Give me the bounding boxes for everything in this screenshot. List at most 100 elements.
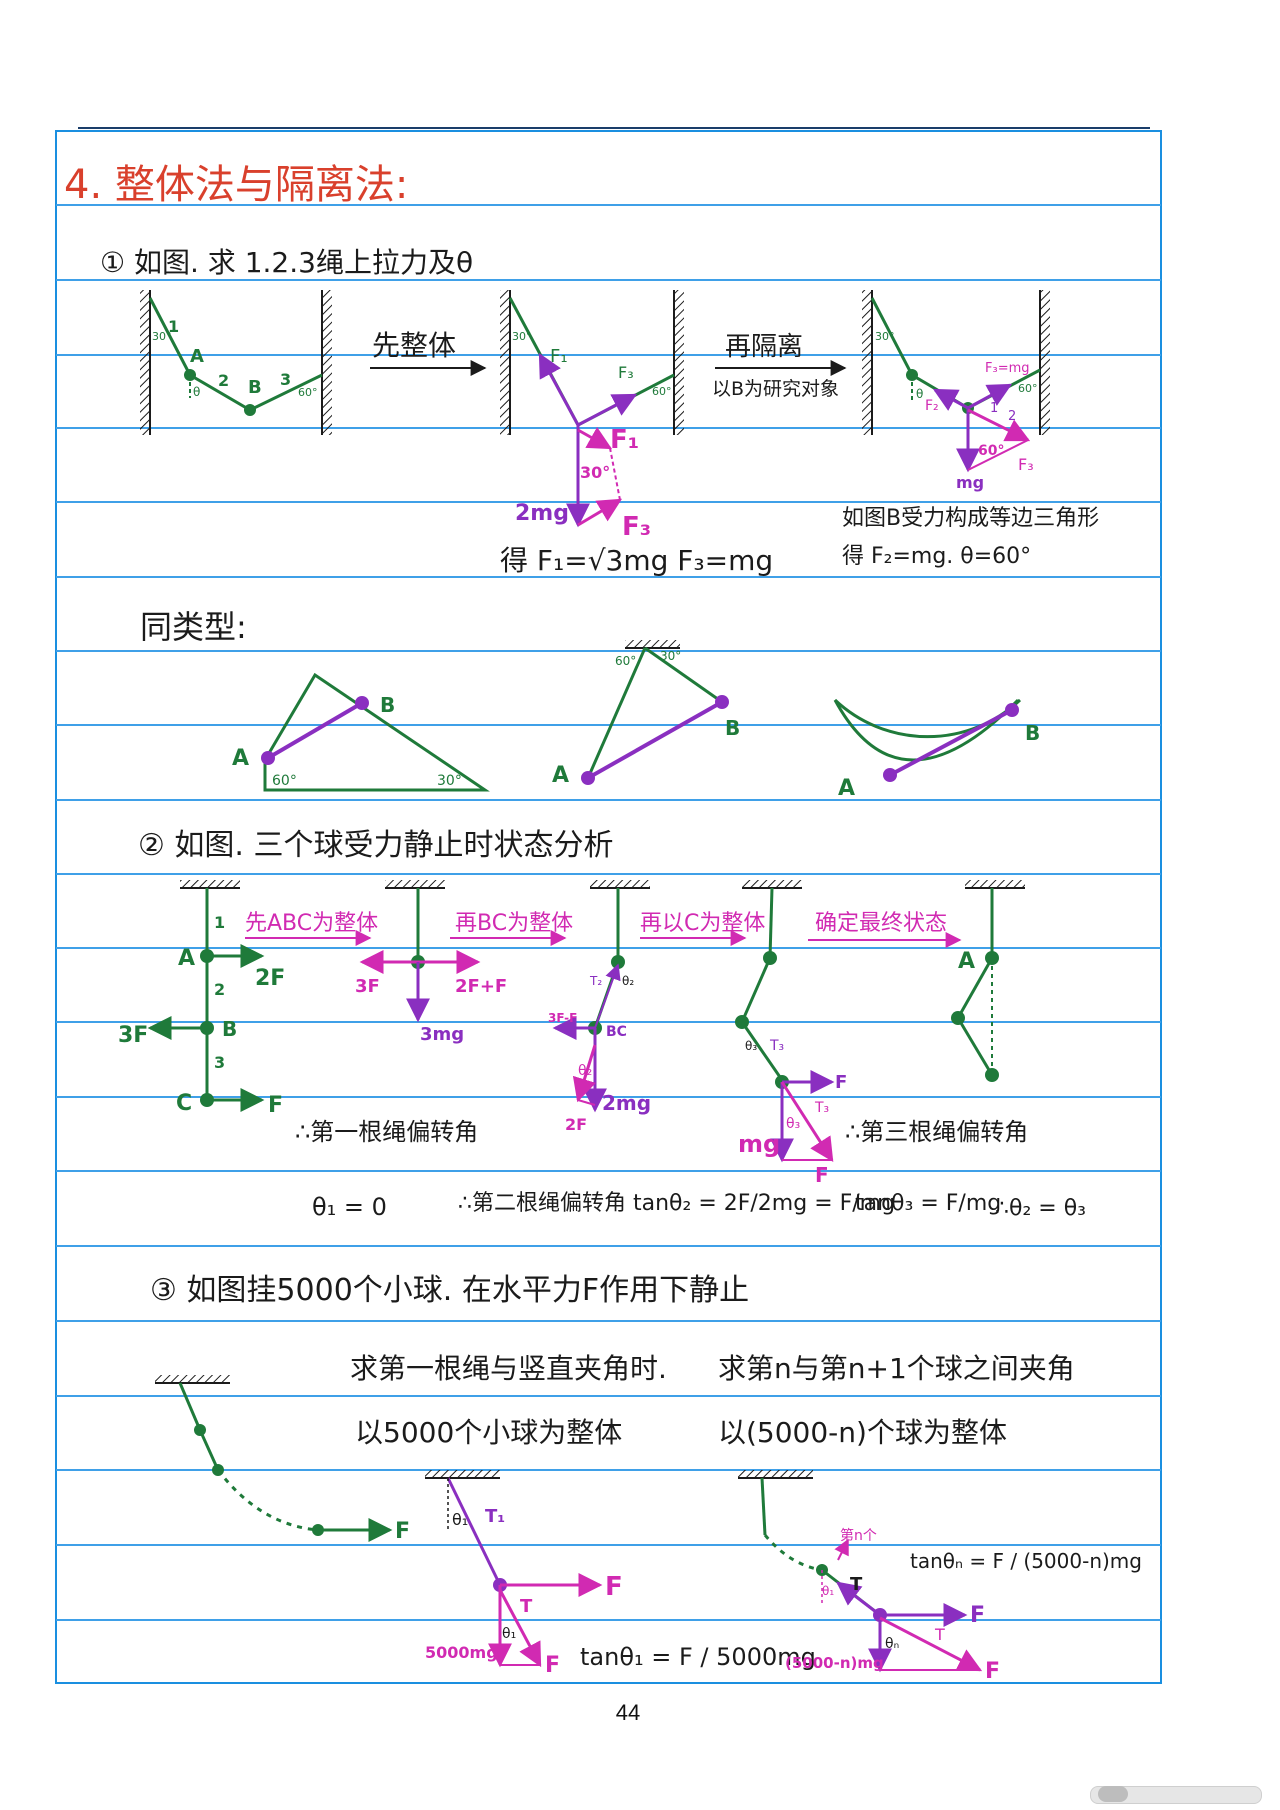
svg-text:F: F bbox=[970, 1603, 985, 1628]
svg-text:BC: BC bbox=[606, 1024, 627, 1040]
svg-text:2F+F: 2F+F bbox=[455, 976, 507, 997]
svg-text:θ₃: θ₃ bbox=[786, 1116, 800, 1132]
q2-diagram-final: A bbox=[951, 880, 1025, 1082]
step-label-2-sub: 以B为研究对象 bbox=[712, 378, 839, 400]
ball-B bbox=[244, 404, 256, 416]
same-type-diagram-3: A B bbox=[833, 698, 1040, 801]
q2-step-3: 再以C为整体 bbox=[640, 911, 765, 936]
svg-text:60°: 60° bbox=[652, 385, 672, 398]
svg-text:mg: mg bbox=[738, 1130, 780, 1158]
same-type-diagram-1: A B 60° 30° bbox=[232, 672, 490, 792]
ruled-lines bbox=[56, 204, 1161, 1621]
svg-text:B: B bbox=[725, 716, 740, 740]
svg-text:60°: 60° bbox=[978, 443, 1004, 459]
q1-result: 得 F₁=√3mg F₃=mg bbox=[500, 544, 773, 577]
q2-diagram-bc-whole: T₂ θ₂ 3F-F BC θ₂ 2mg 2F bbox=[548, 880, 651, 1134]
q2-eq-1: θ₁ = 0 bbox=[312, 1193, 387, 1221]
svg-text:60°: 60° bbox=[1018, 382, 1038, 395]
q2-step-1: 先ABC为整体 bbox=[245, 911, 378, 936]
svg-text:B: B bbox=[380, 693, 395, 717]
svg-text:T: T bbox=[520, 1596, 533, 1617]
svg-text:3F: 3F bbox=[355, 976, 380, 997]
svg-text:60°: 60° bbox=[298, 386, 318, 399]
svg-text:F₂: F₂ bbox=[925, 398, 939, 414]
svg-text:F: F bbox=[985, 1659, 1000, 1684]
svg-text:θ₁: θ₁ bbox=[822, 1584, 834, 1598]
q1-diagram-whole: 30° 60° F₁ F₃ F₁ F₃ 30° 2mg bbox=[500, 290, 684, 542]
ball-A bbox=[184, 369, 196, 381]
q2-diagram-original: 1 2 3 A B C 2F 3F F bbox=[118, 880, 285, 1118]
svg-text:30°: 30° bbox=[437, 773, 462, 789]
svg-text:30°: 30° bbox=[580, 463, 610, 482]
svg-text:T₂: T₂ bbox=[589, 974, 602, 988]
svg-text:θ₂: θ₂ bbox=[622, 974, 634, 988]
q3-diagram-whole: θ₁ T₁ F T θ₁ 5000mg F bbox=[425, 1470, 623, 1678]
same-type-heading: 同类型: bbox=[140, 608, 247, 646]
svg-text:2: 2 bbox=[214, 980, 225, 999]
q1-diagram-original: 1 A 2 B 3 30° 60° θ bbox=[140, 290, 332, 435]
scrollbar-track[interactable] bbox=[1090, 1786, 1262, 1804]
svg-text:A: A bbox=[552, 763, 569, 788]
q2-step-4: 确定最终状态 bbox=[815, 911, 947, 936]
svg-text:T: T bbox=[850, 1574, 863, 1595]
q2-diagram-abc-whole: 3F 2F+F 3mg bbox=[355, 880, 507, 1045]
q3-eq-1: tanθ₁ = F / 5000mg bbox=[580, 1643, 816, 1671]
svg-text:F: F bbox=[545, 1653, 560, 1678]
q2-step-2: 再BC为整体 bbox=[455, 911, 573, 936]
q2-eq-2: ∴第二根绳偏转角 tanθ₂ = 2F/2mg = F/mg bbox=[458, 1191, 895, 1216]
svg-text:A: A bbox=[232, 746, 249, 771]
svg-text:θ₂: θ₂ bbox=[578, 1063, 592, 1079]
svg-text:F₁: F₁ bbox=[610, 425, 639, 455]
q2-note-1: ∴第一根绳偏转角 bbox=[295, 1118, 478, 1146]
svg-text:3: 3 bbox=[280, 370, 291, 389]
wall-right bbox=[322, 290, 332, 435]
q3-diagram-partial: 第n个 θ₁ T F T θₙ (5000-n)mg F bbox=[738, 1470, 1000, 1684]
svg-text:60°: 60° bbox=[615, 654, 636, 668]
page-number: 44 bbox=[615, 1700, 641, 1725]
svg-text:F: F bbox=[268, 1093, 283, 1118]
svg-text:F: F bbox=[395, 1519, 410, 1544]
step-label-1: 先整体 bbox=[372, 329, 456, 362]
q1-diagram-isolated: 30° 60° θ F₃=mg F₂ 1 2 60° F₃ mg bbox=[862, 290, 1050, 492]
svg-text:2F: 2F bbox=[255, 966, 285, 991]
q3-sub-1b: 以5000个小球为整体 bbox=[355, 1416, 622, 1449]
svg-text:F: F bbox=[815, 1163, 829, 1187]
svg-text:B: B bbox=[248, 377, 262, 398]
svg-text:F₃: F₃ bbox=[622, 512, 651, 542]
svg-text:B: B bbox=[222, 1017, 237, 1041]
svg-text:θ₁: θ₁ bbox=[502, 1626, 516, 1642]
scrollbar-thumb[interactable] bbox=[1098, 1786, 1128, 1802]
svg-text:T: T bbox=[934, 1625, 945, 1644]
svg-text:T₃: T₃ bbox=[814, 1100, 829, 1116]
q3-diagram-chain: F bbox=[155, 1375, 410, 1544]
svg-text:T₃: T₃ bbox=[769, 1038, 784, 1054]
svg-text:(5000-n)mg: (5000-n)mg bbox=[785, 1654, 884, 1672]
q3-sub-2a: 求第n与第n+1个球之间夹角 bbox=[718, 1352, 1075, 1385]
svg-text:30°: 30° bbox=[152, 330, 172, 343]
svg-text:θ: θ bbox=[916, 387, 923, 401]
svg-text:30°: 30° bbox=[512, 330, 532, 343]
svg-text:F₃=mg: F₃=mg bbox=[985, 361, 1030, 376]
svg-text:30°: 30° bbox=[660, 649, 681, 663]
page-frame bbox=[55, 130, 1162, 1684]
svg-text:B: B bbox=[1025, 721, 1040, 745]
svg-text:1: 1 bbox=[168, 317, 179, 336]
q1-note-2: 得 F₂=mg. θ=60° bbox=[842, 544, 1031, 569]
svg-text:3F-F: 3F-F bbox=[548, 1011, 577, 1025]
svg-text:1: 1 bbox=[214, 913, 225, 932]
svg-text:F₃: F₃ bbox=[1018, 455, 1034, 474]
q3-heading: ③ 如图挂5000个小球. 在水平力F作用下静止 bbox=[150, 1273, 749, 1308]
svg-text:F: F bbox=[835, 1072, 847, 1093]
svg-text:第n个: 第n个 bbox=[840, 1527, 877, 1544]
svg-text:F₁: F₁ bbox=[550, 346, 568, 367]
q1-note-1: 如图B受力构成等边三角形 bbox=[842, 506, 1099, 531]
svg-text:T₁: T₁ bbox=[485, 1506, 505, 1527]
svg-text:C: C bbox=[176, 1091, 192, 1116]
svg-text:A: A bbox=[838, 776, 855, 801]
same-type-diagram-2: A B 60° 30° bbox=[552, 640, 740, 788]
svg-text:θ₁: θ₁ bbox=[452, 1510, 468, 1529]
svg-text:A: A bbox=[190, 346, 204, 367]
q2-eq-3: tanθ₃ = F/mg bbox=[855, 1191, 1001, 1216]
svg-text:2F: 2F bbox=[565, 1115, 587, 1134]
wall-left bbox=[140, 290, 150, 435]
